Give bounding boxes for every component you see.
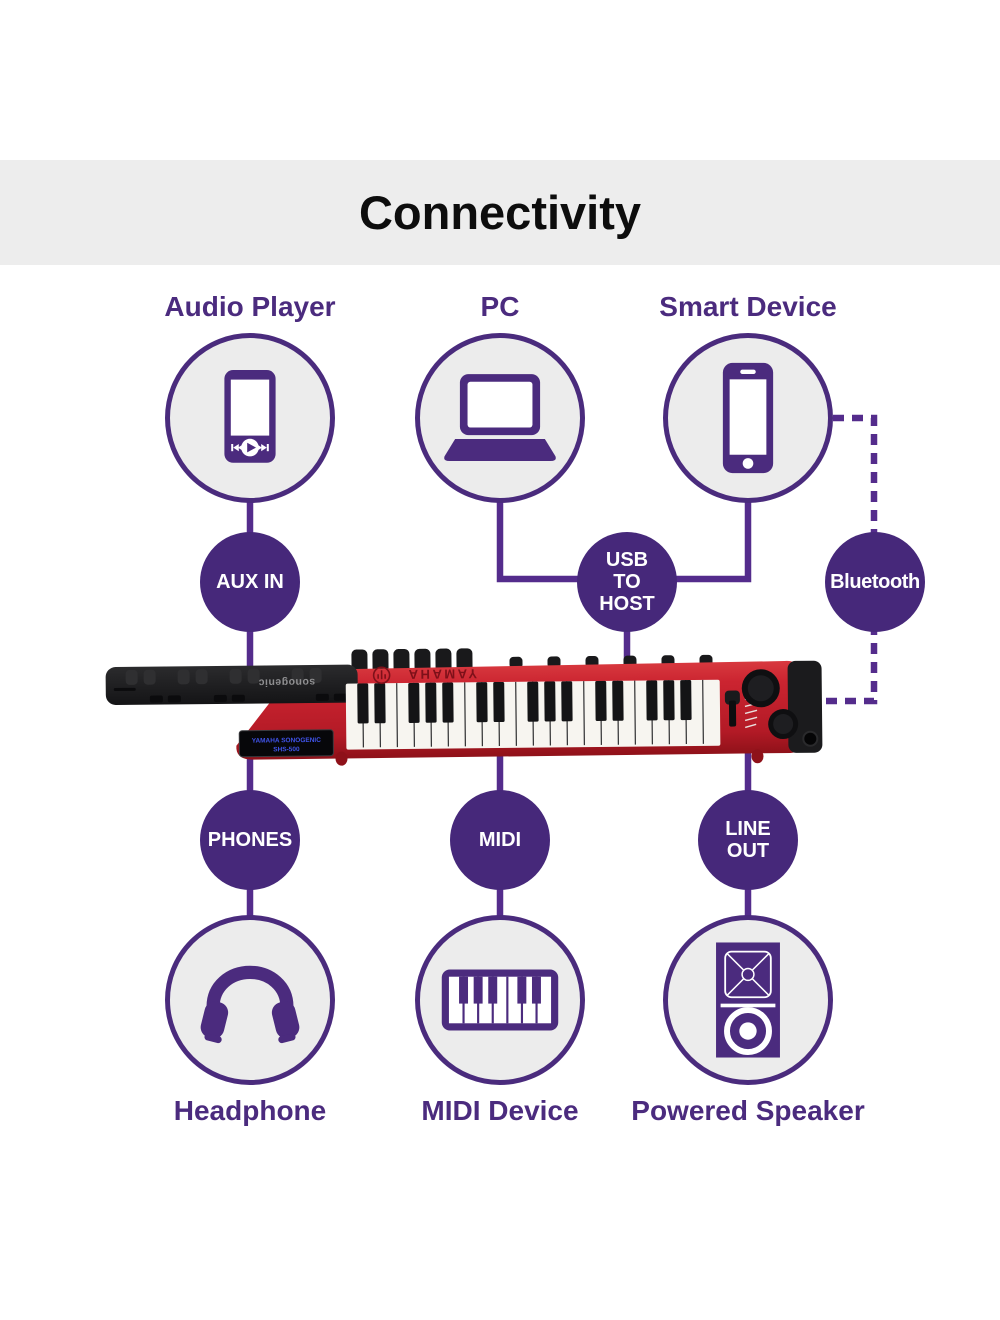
keytar-display: YAMAHA SONOGENIC SHS-500 bbox=[238, 729, 334, 758]
port-bluetooth: Bluetooth bbox=[825, 532, 925, 632]
powered-speaker-circle bbox=[663, 915, 833, 1085]
pc-circle bbox=[415, 333, 585, 503]
port-usb-line2: TO bbox=[613, 571, 641, 593]
keytar-neck-ridges bbox=[125, 667, 322, 685]
title-band: Connectivity bbox=[0, 160, 1000, 265]
volume-knob-top bbox=[747, 675, 774, 702]
yamaha-logo-text: YAMAHA bbox=[406, 666, 477, 682]
port-phones-label: PHONES bbox=[207, 829, 293, 851]
port-phones: PHONES bbox=[200, 790, 300, 890]
audio-player-circle bbox=[165, 333, 335, 503]
midi-keyboard-icon bbox=[441, 969, 559, 1031]
keytar: sonogenic bbox=[105, 648, 823, 766]
strap-pin-right bbox=[751, 749, 764, 764]
keytar-neck-keys bbox=[113, 687, 347, 703]
label-audio-player: Audio Player bbox=[164, 291, 336, 322]
port-midi-label: MIDI bbox=[478, 829, 522, 851]
smartphone-icon bbox=[722, 362, 774, 474]
label-smart-device: Smart Device bbox=[659, 291, 837, 322]
port-usb-line1: USB bbox=[605, 549, 649, 571]
headphone-circle bbox=[165, 915, 335, 1085]
keytar-output-jack bbox=[802, 730, 819, 747]
page-title: Connectivity bbox=[358, 186, 642, 239]
keytar-display-line1: YAMAHA SONOGENIC bbox=[252, 737, 322, 745]
port-lineout-line2: OUT bbox=[726, 840, 770, 862]
label-powered-speaker: Powered Speaker bbox=[631, 1095, 865, 1126]
connector-bluetooth-dashed bbox=[812, 414, 878, 705]
pitch-stick bbox=[728, 700, 737, 727]
powered-speaker-icon bbox=[716, 942, 780, 1058]
port-bluetooth-label: Bluetooth bbox=[830, 571, 920, 593]
port-aux-in-label: AUX IN bbox=[216, 571, 284, 593]
port-line-out: LINE OUT bbox=[698, 790, 798, 890]
function-knob-top bbox=[773, 714, 794, 735]
strap-pin-left bbox=[335, 751, 348, 766]
port-aux-in: AUX IN bbox=[200, 532, 300, 632]
headphone-icon bbox=[200, 965, 300, 1043]
port-lineout-line1: LINE bbox=[725, 818, 771, 840]
port-usb-to-host: USB TO HOST bbox=[577, 532, 677, 632]
label-midi-device: MIDI Device bbox=[421, 1095, 579, 1126]
yamaha-tuning-fork-icon bbox=[372, 666, 391, 685]
pitch-stick-top bbox=[724, 690, 740, 705]
keytar-black-keys bbox=[357, 680, 692, 724]
yamaha-logo-group: YAMAHA bbox=[372, 666, 477, 685]
port-midi: MIDI bbox=[450, 790, 550, 890]
laptop-icon bbox=[444, 374, 556, 461]
label-pc: PC bbox=[480, 291, 520, 322]
audio-player-icon bbox=[224, 370, 276, 463]
smart-device-circle bbox=[663, 333, 833, 503]
port-usb-line3: HOST bbox=[599, 593, 655, 615]
midi-device-circle bbox=[415, 915, 585, 1085]
keytar-display-line2: SHS-500 bbox=[273, 746, 300, 753]
sonogenic-text-group: sonogenic bbox=[258, 676, 315, 689]
sonogenic-text: sonogenic bbox=[258, 676, 315, 689]
label-headphone: Headphone bbox=[173, 1095, 327, 1126]
keytar-controls bbox=[724, 669, 799, 740]
keytar-keys bbox=[345, 679, 721, 750]
